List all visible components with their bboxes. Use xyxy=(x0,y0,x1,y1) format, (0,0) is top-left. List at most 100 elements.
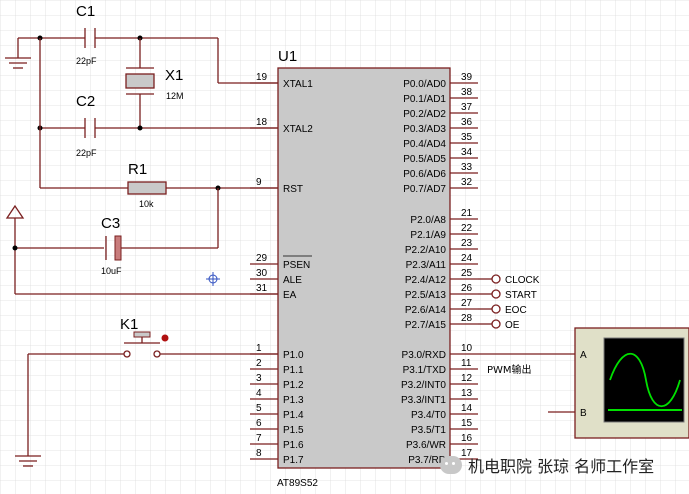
cursor-crosshair-icon xyxy=(206,272,220,286)
chip-pin-left[interactable]: 7P1.6 xyxy=(250,433,304,451)
junction-dot xyxy=(12,245,18,251)
oscilloscope[interactable] xyxy=(574,327,689,439)
c3-value: 10uF xyxy=(101,266,122,276)
pin-name: P1.6 xyxy=(283,440,304,451)
c3-ref: C3 xyxy=(101,215,120,232)
net-label-eoc: EOC xyxy=(505,305,527,316)
capacitor-c2[interactable] xyxy=(40,118,278,138)
pin-name: P3.4/T0 xyxy=(411,410,446,421)
pin-number: 33 xyxy=(461,162,473,173)
pin-name: P0.2/AD2 xyxy=(403,109,446,120)
pin-name: PSEN xyxy=(283,260,310,271)
capacitor-c1[interactable] xyxy=(18,28,218,48)
chip-pin-left[interactable]: 6P1.5 xyxy=(250,418,304,436)
x1-value: 12M xyxy=(166,91,184,101)
pin-name: P2.5/A13 xyxy=(405,290,447,301)
chip-pin-left[interactable]: 2P1.1 xyxy=(250,358,304,376)
pin-name: P1.2 xyxy=(283,380,304,391)
pin-number: 28 xyxy=(461,313,473,324)
pin-number: 1 xyxy=(256,343,262,354)
pin-name: P0.0/AD0 xyxy=(403,79,446,90)
pin-name: P2.3/A11 xyxy=(406,260,447,271)
net-label-oe: OE xyxy=(505,320,520,331)
pin-name: P0.7/AD7 xyxy=(403,184,446,195)
pin-name: P1.3 xyxy=(283,395,304,406)
pin-number: 27 xyxy=(461,298,473,309)
chip-pin-left[interactable]: 8P1.7 xyxy=(250,448,304,466)
pin-number: 12 xyxy=(461,373,473,384)
pin-name: P0.3/AD3 xyxy=(403,124,446,135)
pin-number: 3 xyxy=(256,373,262,384)
net-terminal-clock[interactable] xyxy=(478,274,501,284)
net-terminal-eoc[interactable] xyxy=(478,304,501,314)
pin-number: 19 xyxy=(256,72,268,83)
pin-name: P3.2/INT0 xyxy=(401,380,446,391)
pin-name: P3.6/WR xyxy=(406,440,446,451)
resistor-r1[interactable] xyxy=(40,181,278,195)
crystal-x1[interactable] xyxy=(125,38,155,128)
chip-u1-body[interactable] xyxy=(277,67,451,469)
pin-number: 39 xyxy=(461,72,473,83)
pin-name: P3.3/INT1 xyxy=(401,395,446,406)
scope-channel-b: B xyxy=(580,408,587,419)
pin-number: 9 xyxy=(256,177,262,188)
pin-number: 25 xyxy=(461,268,473,279)
pin-name: P2.6/A14 xyxy=(405,305,447,316)
wechat-icon xyxy=(440,456,462,474)
c2-value: 22pF xyxy=(76,148,97,158)
junction-dot xyxy=(137,125,143,131)
pin-name: RST xyxy=(283,184,303,195)
net-terminal-oe[interactable] xyxy=(478,319,501,329)
pin-number: 34 xyxy=(461,147,473,158)
chip-pin-left[interactable]: 5P1.4 xyxy=(250,403,304,421)
capacitor-c3[interactable] xyxy=(15,235,218,261)
pin-number: 32 xyxy=(461,177,473,188)
scope-channel-a: A xyxy=(580,350,587,361)
r1-ref: R1 xyxy=(128,161,147,178)
pin-number: 26 xyxy=(461,283,473,294)
watermark-text: 机电职院 张琼 名师工作室 xyxy=(468,457,655,476)
chip-u1-ref: U1 xyxy=(278,48,297,65)
k1-ref: K1 xyxy=(120,316,138,333)
r1-value: 10k xyxy=(139,199,154,209)
x1-ref: X1 xyxy=(165,67,183,84)
pin-number: 16 xyxy=(461,433,473,444)
net-label-clock: CLOCK xyxy=(505,275,540,286)
net-terminal-start[interactable] xyxy=(478,289,501,299)
chip-pin-left[interactable]: 3P1.2 xyxy=(250,373,304,391)
scope-trace-top xyxy=(609,352,681,408)
pin-name: XTAL1 xyxy=(283,79,313,90)
pin-number: 24 xyxy=(461,253,473,264)
pushbutton-k1[interactable] xyxy=(28,331,278,358)
chip-pin-left[interactable]: 4P1.3 xyxy=(250,388,304,406)
pin-number: 38 xyxy=(461,87,473,98)
pin-number: 18 xyxy=(256,117,268,128)
pin-number: 31 xyxy=(256,283,268,294)
chip-u1-part: AT89S52 xyxy=(277,478,318,489)
